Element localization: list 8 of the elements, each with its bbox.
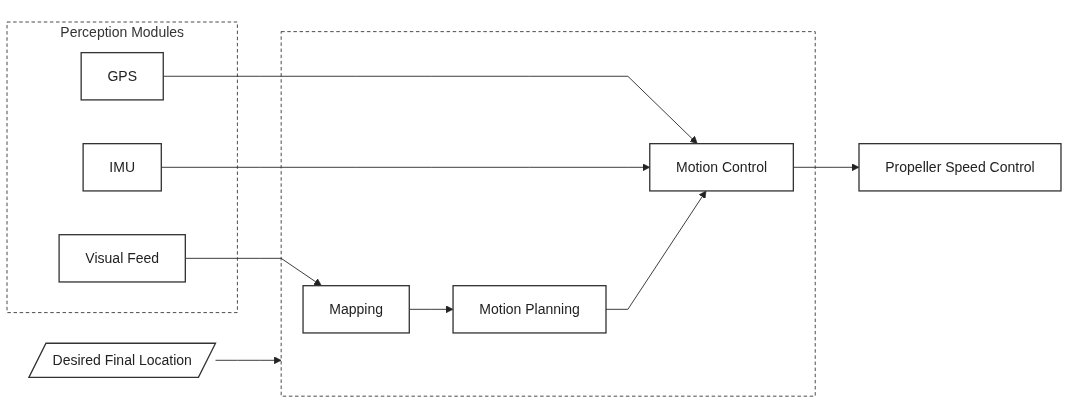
node-box: Propeller Speed Control [858,143,1062,192]
node-box: Visual Feed [58,234,186,284]
node-box: Motion Planning [452,285,607,334]
node-box: IMU [82,143,162,192]
node-box: Mapping [302,285,410,334]
cluster [280,31,816,398]
node-box: Motion Control [649,143,794,192]
node-box: GPS [80,52,164,101]
